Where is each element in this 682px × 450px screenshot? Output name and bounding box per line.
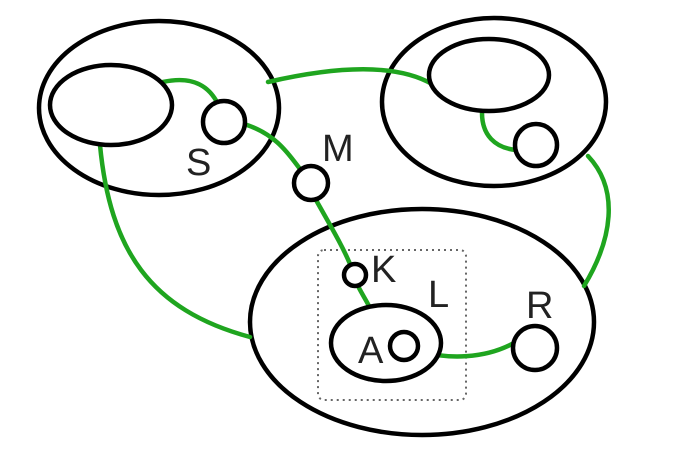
node-a-circle [387, 329, 421, 363]
edge-innerleft-to-s [160, 77, 221, 107]
node-m-circle [291, 163, 331, 203]
label-s: S [186, 142, 211, 184]
label-m: M [322, 128, 354, 170]
edge-leftoval-to-rightinner [265, 67, 435, 87]
inner-oval-left [47, 62, 175, 148]
label-r: R [526, 285, 553, 327]
node-l-oval [328, 302, 444, 384]
node-s-circle [200, 98, 248, 146]
edge-m-to-k [313, 197, 353, 267]
inner-oval-right [426, 36, 552, 114]
outer-oval-top-right [379, 15, 609, 189]
outer-oval-bottom [247, 206, 597, 438]
node-k-circle [341, 261, 369, 289]
edge-rightoval-to-bottomoval [581, 153, 611, 289]
edge-rightinner-to-circle [479, 110, 519, 153]
node-right-circle [512, 121, 560, 169]
label-k: K [371, 249, 396, 291]
label-a: A [358, 330, 384, 372]
label-l: L [428, 274, 449, 316]
edge-leftinner-to-bottomoval [97, 142, 253, 340]
outer-oval-top-left [36, 18, 282, 198]
dotted-region-box [317, 249, 467, 401]
edge-k-to-l [355, 283, 372, 309]
node-r-circle [510, 323, 560, 373]
